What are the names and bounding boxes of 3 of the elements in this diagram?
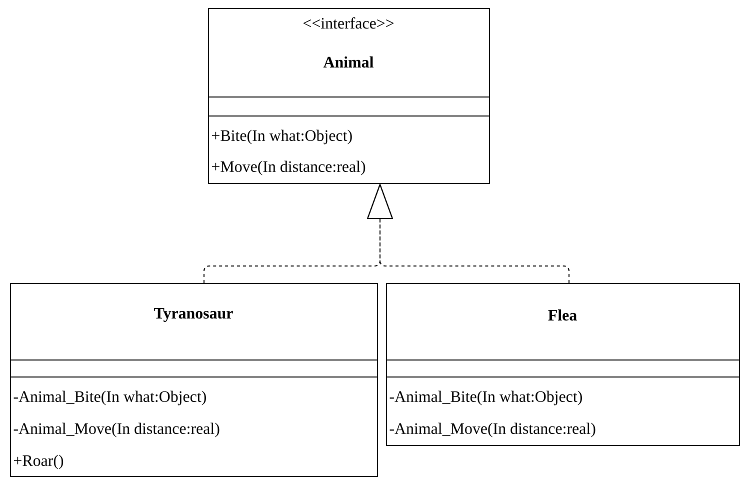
- class-box: Tyranosaur -Animal_Bite(In what:Object) -Animal_Move(In distance:real) +Roar(): [10, 282, 378, 477]
- class-box: <<interface>> Animal +Bite(In what:Object) +Move(In distance:real): [208, 8, 490, 184]
- class-box: Flea -Animal_Bite(In what:Object) -Animal_Move(In distance:real): [386, 282, 740, 446]
